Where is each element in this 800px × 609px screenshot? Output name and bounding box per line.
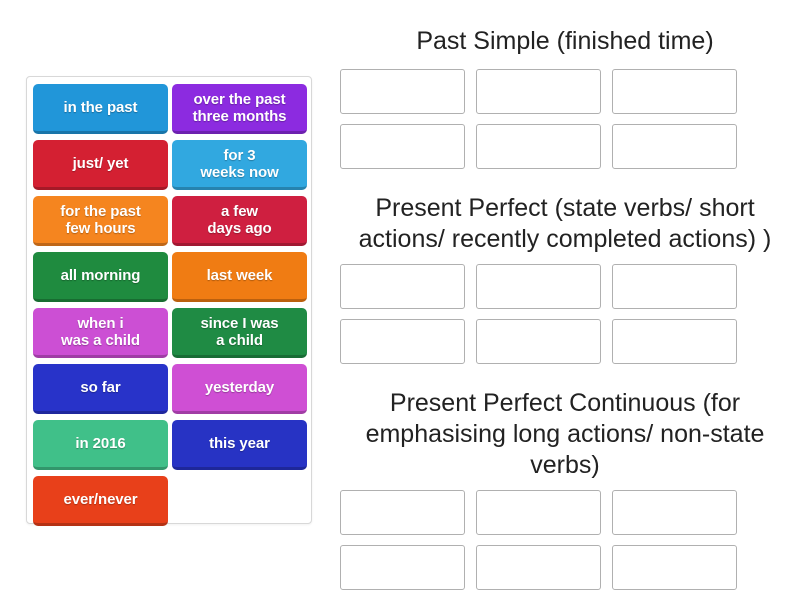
- word-tile-label: last week: [206, 267, 273, 284]
- zone-grid-past-simple: [340, 69, 790, 179]
- word-tile[interactable]: yesterday: [172, 364, 307, 414]
- word-tile[interactable]: so far: [33, 364, 168, 414]
- drop-zone[interactable]: [476, 319, 601, 364]
- word-tile-label: ever/never: [63, 491, 138, 508]
- zone-grid-present-perfect-continuous: [340, 490, 790, 600]
- drop-zone[interactable]: [612, 69, 737, 114]
- word-tile[interactable]: this year: [172, 420, 307, 470]
- drop-zone[interactable]: [476, 124, 601, 169]
- word-tile-label: so far: [80, 379, 121, 396]
- word-tile[interactable]: just/ yet: [33, 140, 168, 190]
- word-tile[interactable]: last week: [172, 252, 307, 302]
- word-tile[interactable]: ever/never: [33, 476, 168, 526]
- group-title-past-simple: Past Simple (finished time): [416, 27, 714, 55]
- word-tile[interactable]: in 2016: [33, 420, 168, 470]
- word-tile-label: in 2016: [75, 435, 126, 452]
- group-title-present-perfect-continuous: Present Perfect Continuous (for emphasis…: [365, 389, 765, 479]
- drop-zone[interactable]: [476, 545, 601, 590]
- drop-zone[interactable]: [340, 490, 465, 535]
- group-present-perfect: Present Perfect (state verbs/ short acti…: [340, 193, 790, 374]
- drop-zone[interactable]: [340, 264, 465, 309]
- drop-zone[interactable]: [340, 69, 465, 114]
- drop-zone[interactable]: [476, 490, 601, 535]
- drop-zone[interactable]: [612, 124, 737, 169]
- group-title-present-perfect: Present Perfect (state verbs/ short acti…: [358, 194, 772, 253]
- drop-zone[interactable]: [340, 545, 465, 590]
- drop-zone[interactable]: [340, 124, 465, 169]
- group-present-perfect-continuous: Present Perfect Continuous (for emphasis…: [340, 388, 790, 600]
- drop-zone[interactable]: [612, 545, 737, 590]
- groups-container: Past Simple (finished time) Present Perf…: [340, 26, 790, 609]
- word-tile-label: all morning: [60, 267, 141, 284]
- word-tile-label: just/ yet: [72, 155, 129, 172]
- drop-zone[interactable]: [612, 490, 737, 535]
- drop-zone[interactable]: [476, 69, 601, 114]
- group-past-simple: Past Simple (finished time): [340, 26, 790, 179]
- word-tile[interactable]: all morning: [33, 252, 168, 302]
- word-tile-label: in the past: [63, 99, 138, 116]
- word-tile-label: yesterday: [204, 379, 275, 396]
- zone-grid-present-perfect: [340, 264, 790, 374]
- drop-zone[interactable]: [340, 319, 465, 364]
- word-tile[interactable]: in the past: [33, 84, 168, 134]
- drop-zone[interactable]: [476, 264, 601, 309]
- drop-zone[interactable]: [612, 319, 737, 364]
- drop-zone[interactable]: [612, 264, 737, 309]
- word-tile-label: this year: [209, 435, 270, 452]
